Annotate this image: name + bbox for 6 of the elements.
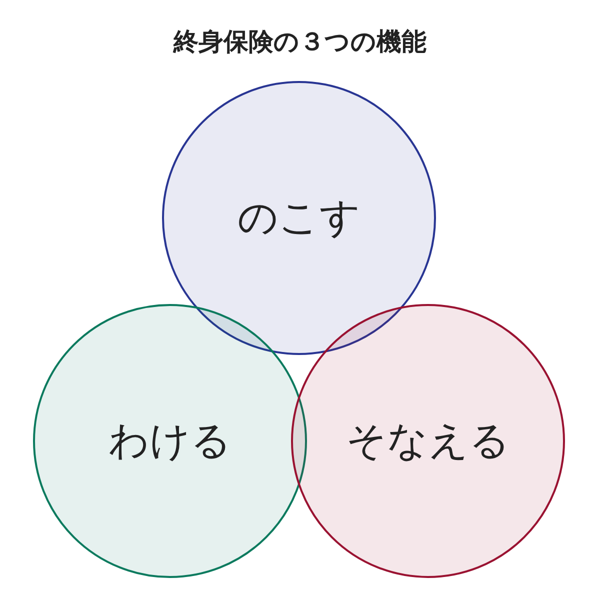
circle-label: のこす bbox=[238, 194, 360, 242]
circle-label: そなえる bbox=[346, 417, 510, 465]
venn-circle bbox=[291, 304, 565, 578]
venn-circle bbox=[162, 81, 436, 355]
diagram-title: 終身保険の３つの機能 bbox=[174, 26, 426, 58]
circle-label: わける bbox=[108, 417, 232, 465]
